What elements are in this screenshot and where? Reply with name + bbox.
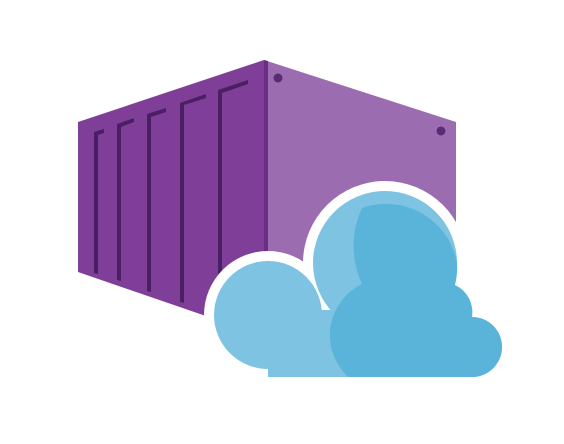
container-front-face bbox=[78, 60, 264, 336]
container-rivet bbox=[436, 126, 446, 136]
door-groove bbox=[180, 94, 206, 303]
cloud-dark-shape bbox=[329, 203, 502, 377]
container-rivet bbox=[273, 73, 283, 83]
cloud-icon bbox=[204, 181, 512, 387]
door-groove bbox=[94, 129, 104, 274]
door-groove bbox=[117, 118, 134, 281]
door-groove bbox=[147, 108, 166, 292]
